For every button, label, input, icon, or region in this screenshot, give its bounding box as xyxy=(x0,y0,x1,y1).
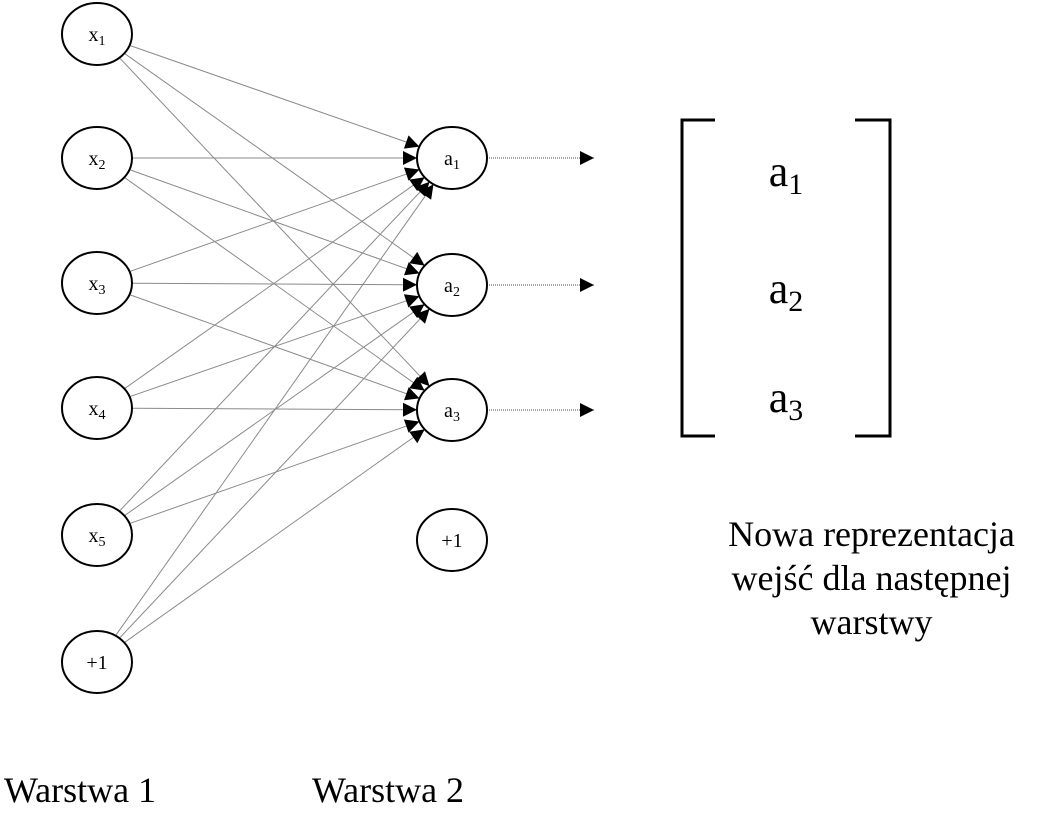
connection-edge xyxy=(131,277,418,292)
node-circle xyxy=(61,630,133,694)
connection-edge xyxy=(124,52,425,267)
hidden-layer-nodes: a1 a2 a3 +1 xyxy=(416,126,488,572)
hidden-node: a2 xyxy=(416,253,488,317)
node-circle xyxy=(61,2,133,66)
connection-edge xyxy=(129,419,420,525)
node-circle xyxy=(61,503,133,567)
connection-edge xyxy=(124,176,425,390)
connection-edge xyxy=(119,181,430,512)
node-circle xyxy=(61,251,133,315)
input-node: x3 xyxy=(61,251,133,315)
left-bracket xyxy=(680,118,715,438)
node-circle xyxy=(416,378,488,442)
node-circle xyxy=(61,126,133,190)
input-node: x5 xyxy=(61,503,133,567)
connection-edge xyxy=(115,184,434,636)
vector-entry: a3 xyxy=(769,373,804,427)
connections xyxy=(115,44,434,644)
node-label: x3 xyxy=(89,273,106,298)
caption-line: wejść dla następnej xyxy=(731,558,1012,598)
bias-node: +1 xyxy=(61,630,133,694)
node-label: a3 xyxy=(444,400,460,425)
right-bracket xyxy=(855,118,892,438)
node-circle xyxy=(416,253,488,317)
caption-line: warstwy xyxy=(810,602,933,642)
connection-edge xyxy=(119,308,430,639)
bias-node: +1 xyxy=(416,508,488,572)
node-circle xyxy=(416,126,488,190)
connection-edge xyxy=(131,402,418,417)
vector-entry: a1 xyxy=(769,147,804,201)
hidden-node: a1 xyxy=(416,126,488,190)
node-label: x2 xyxy=(89,148,106,173)
connection-edge xyxy=(124,428,425,644)
node-label: +1 xyxy=(86,652,107,674)
node-label: a2 xyxy=(444,275,460,300)
caption: Nowa reprezentacja wejść dla następnej w… xyxy=(680,512,1063,644)
node-label: a1 xyxy=(444,148,460,173)
connection-edge xyxy=(129,169,420,276)
input-node: x2 xyxy=(61,126,133,190)
node-circle xyxy=(61,376,133,440)
node-label: +1 xyxy=(441,530,462,552)
output-vector: a1 a2 a3 xyxy=(680,118,892,438)
node-label: x5 xyxy=(89,525,106,550)
input-layer-label: Warstwa 1 xyxy=(4,770,157,810)
vector-entry: a2 xyxy=(769,264,804,318)
node-label: x4 xyxy=(89,398,106,423)
input-node: x4 xyxy=(61,376,133,440)
node-label: x1 xyxy=(89,24,106,49)
hidden-node: a3 xyxy=(416,378,488,442)
input-layer-nodes: x1 x2 x3 x4 x5 +1 xyxy=(61,2,133,694)
input-node: x1 xyxy=(61,2,133,66)
connection-edge xyxy=(129,167,420,273)
node-circle xyxy=(416,508,488,572)
hidden-layer-label: Warstwa 2 xyxy=(312,770,465,810)
caption-line: Nowa reprezentacja xyxy=(728,514,1015,554)
output-arrows xyxy=(487,151,594,417)
connection-edge xyxy=(129,44,420,149)
